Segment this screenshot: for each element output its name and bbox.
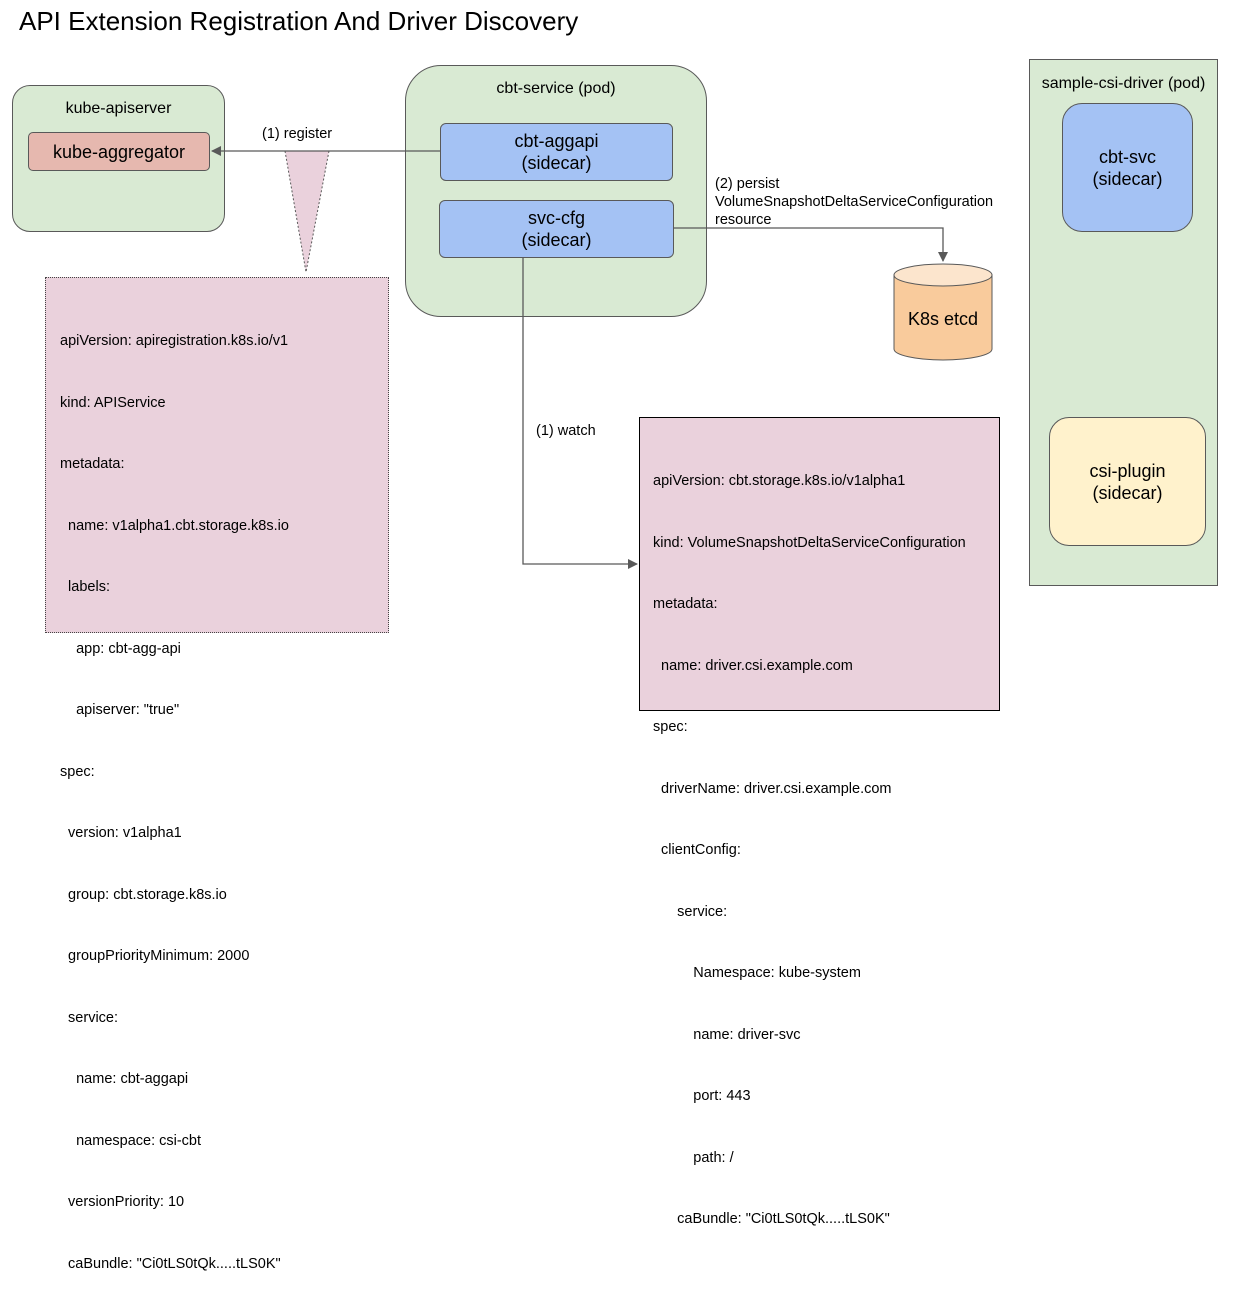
yaml-line: versionPriority: 10 [60,1194,185,1210]
yaml-line: namespace: csi-cbt [60,1132,202,1149]
yaml-line: clientConfig: [653,842,741,858]
yaml-line: metadata: [60,456,125,472]
svc-cfg-name: svc-cfg [527,208,585,228]
callout-wedge [284,150,330,273]
cbt-svc-name: cbt-svc [1098,146,1156,167]
kube-apiserver-node: kube-apiserver kube-aggregator [12,85,225,232]
yaml-line: caBundle: "Ci0tLS0tQk.....tLS0K" [60,1255,281,1272]
persist-label-2: VolumeSnapshotDeltaServiceConfiguration [715,194,994,210]
kube-apiserver-label: kube-apiserver [65,100,172,117]
yaml-line: service: [60,1009,119,1026]
svc-cfg-node: svc-cfg(sidecar) [439,200,674,258]
csi-plugin-kind: (sidecar) [1092,482,1163,503]
yaml-line: version: v1alpha1 [60,825,182,841]
svc-cfg-kind: (sidecar) [521,230,592,250]
etcd-cylinder [893,263,993,361]
yaml-line: group: cbt.storage.k8s.io [60,886,227,903]
yaml-line: groupPriorityMinimum: 2000 [60,948,250,964]
yaml-line: driverName: driver.csi.example.com [653,780,892,797]
csi-plugin-name: csi-plugin [1089,460,1166,481]
yaml-line: apiVersion: apiregistration.k8s.io/v1 [60,333,289,349]
yaml-line: name: driver.csi.example.com [653,657,853,674]
cbt-aggapi-node: cbt-aggapi(sidecar) [440,123,673,181]
sample-csi-driver-pod: sample-csi-driver (pod) cbt-svc(sidecar)… [1029,59,1218,586]
yaml-line: Namespace: kube-system [653,965,861,981]
diagram-title: API Extension Registration And Driver Di… [19,6,579,36]
persist-label-1: (2) persist [715,176,780,192]
yaml-line: apiVersion: cbt.storage.k8s.io/v1alpha1 [653,473,906,489]
watch-label: (1) watch [536,423,596,439]
sample-csi-driver-label: sample-csi-driver (pod) [1041,75,1206,92]
yaml-line: caBundle: "Ci0tLS0tQk.....tLS0K" [653,1211,890,1227]
yaml-line: apiserver: "true" [60,702,180,718]
etcd-label: K8s etcd [907,309,979,329]
yaml-line: spec: [60,763,95,780]
yaml-line: name: v1alpha1.cbt.storage.k8s.io [60,517,289,534]
connector-layer [211,146,993,569]
yaml-line: metadata: [653,596,718,612]
persist-label-3: resource [715,212,772,228]
cbt-service-label: cbt-service (pod) [496,80,616,97]
register-label: (1) register [262,126,333,142]
yaml-line: spec: [653,719,688,735]
yaml-line: name: driver-svc [653,1026,801,1043]
yaml-line: labels: [60,579,110,595]
kube-aggregator-node: kube-aggregator [28,132,210,171]
yaml-line: app: cbt-agg-api [60,640,181,657]
persist-arrow [673,227,948,262]
csi-plugin-node: csi-plugin(sidecar) [1049,417,1206,546]
apiservice-yaml-note: apiVersion: apiregistration.k8s.io/v1 ki… [45,277,389,1272]
yaml-line: service: [653,903,728,920]
yaml-line: name: cbt-aggapi [60,1071,189,1087]
yaml-line: path: / [653,1149,734,1166]
watch-arrow [522,257,638,569]
yaml-line: kind: APIService [60,394,166,411]
cbt-svc-kind: (sidecar) [1092,168,1163,189]
cbt-svc-node: cbt-svc(sidecar) [1062,103,1193,232]
yaml-line: kind: VolumeSnapshotDeltaServiceConfigur… [653,534,966,551]
yaml-line: port: 443 [653,1088,751,1104]
config-yaml-note: apiVersion: cbt.storage.k8s.io/v1alpha1 … [639,417,1000,1227]
cbt-service-pod: cbt-service (pod) cbt-aggapi(sidecar) sv… [405,65,707,317]
cbt-aggapi-kind: (sidecar) [521,153,592,173]
cbt-aggapi-name: cbt-aggapi [514,131,599,151]
